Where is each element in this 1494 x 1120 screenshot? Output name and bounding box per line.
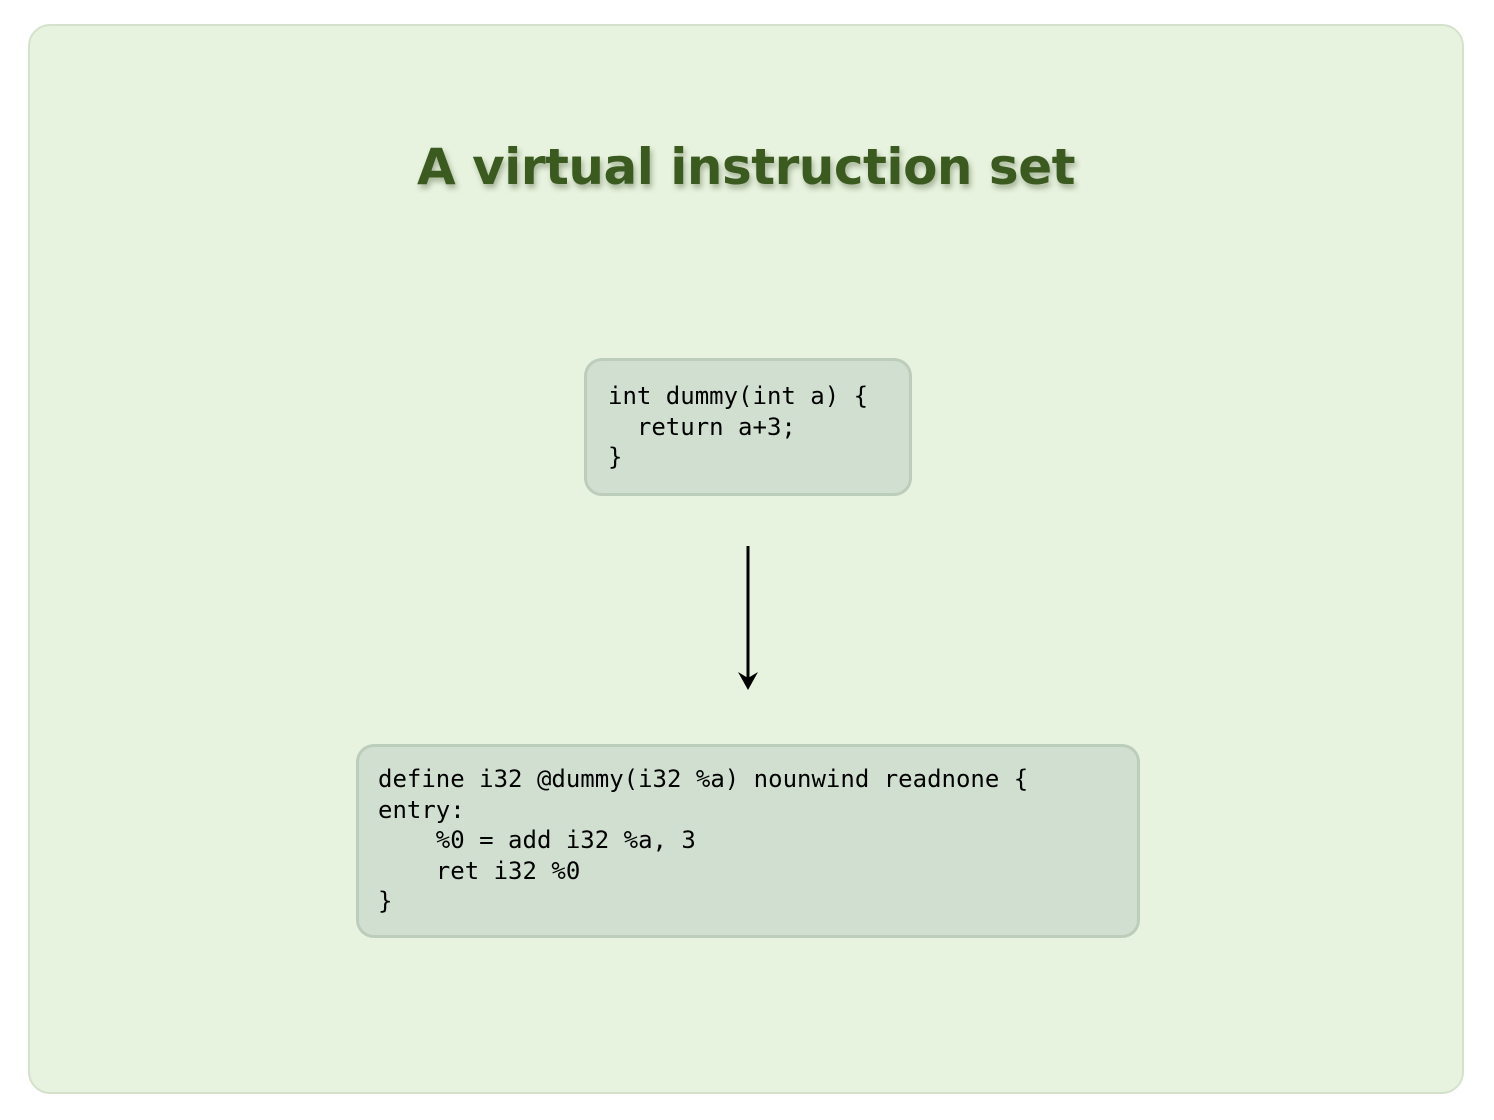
ir-code-box: define i32 @dummy(i32 %a) nounwind readn… xyxy=(356,744,1140,938)
source-code-box: int dummy(int a) { return a+3; } xyxy=(584,358,912,496)
slide-title: A virtual instruction set xyxy=(416,138,1076,196)
down-arrow-icon xyxy=(738,546,758,690)
slide: A virtual instruction set int dummy(int … xyxy=(28,24,1464,1094)
